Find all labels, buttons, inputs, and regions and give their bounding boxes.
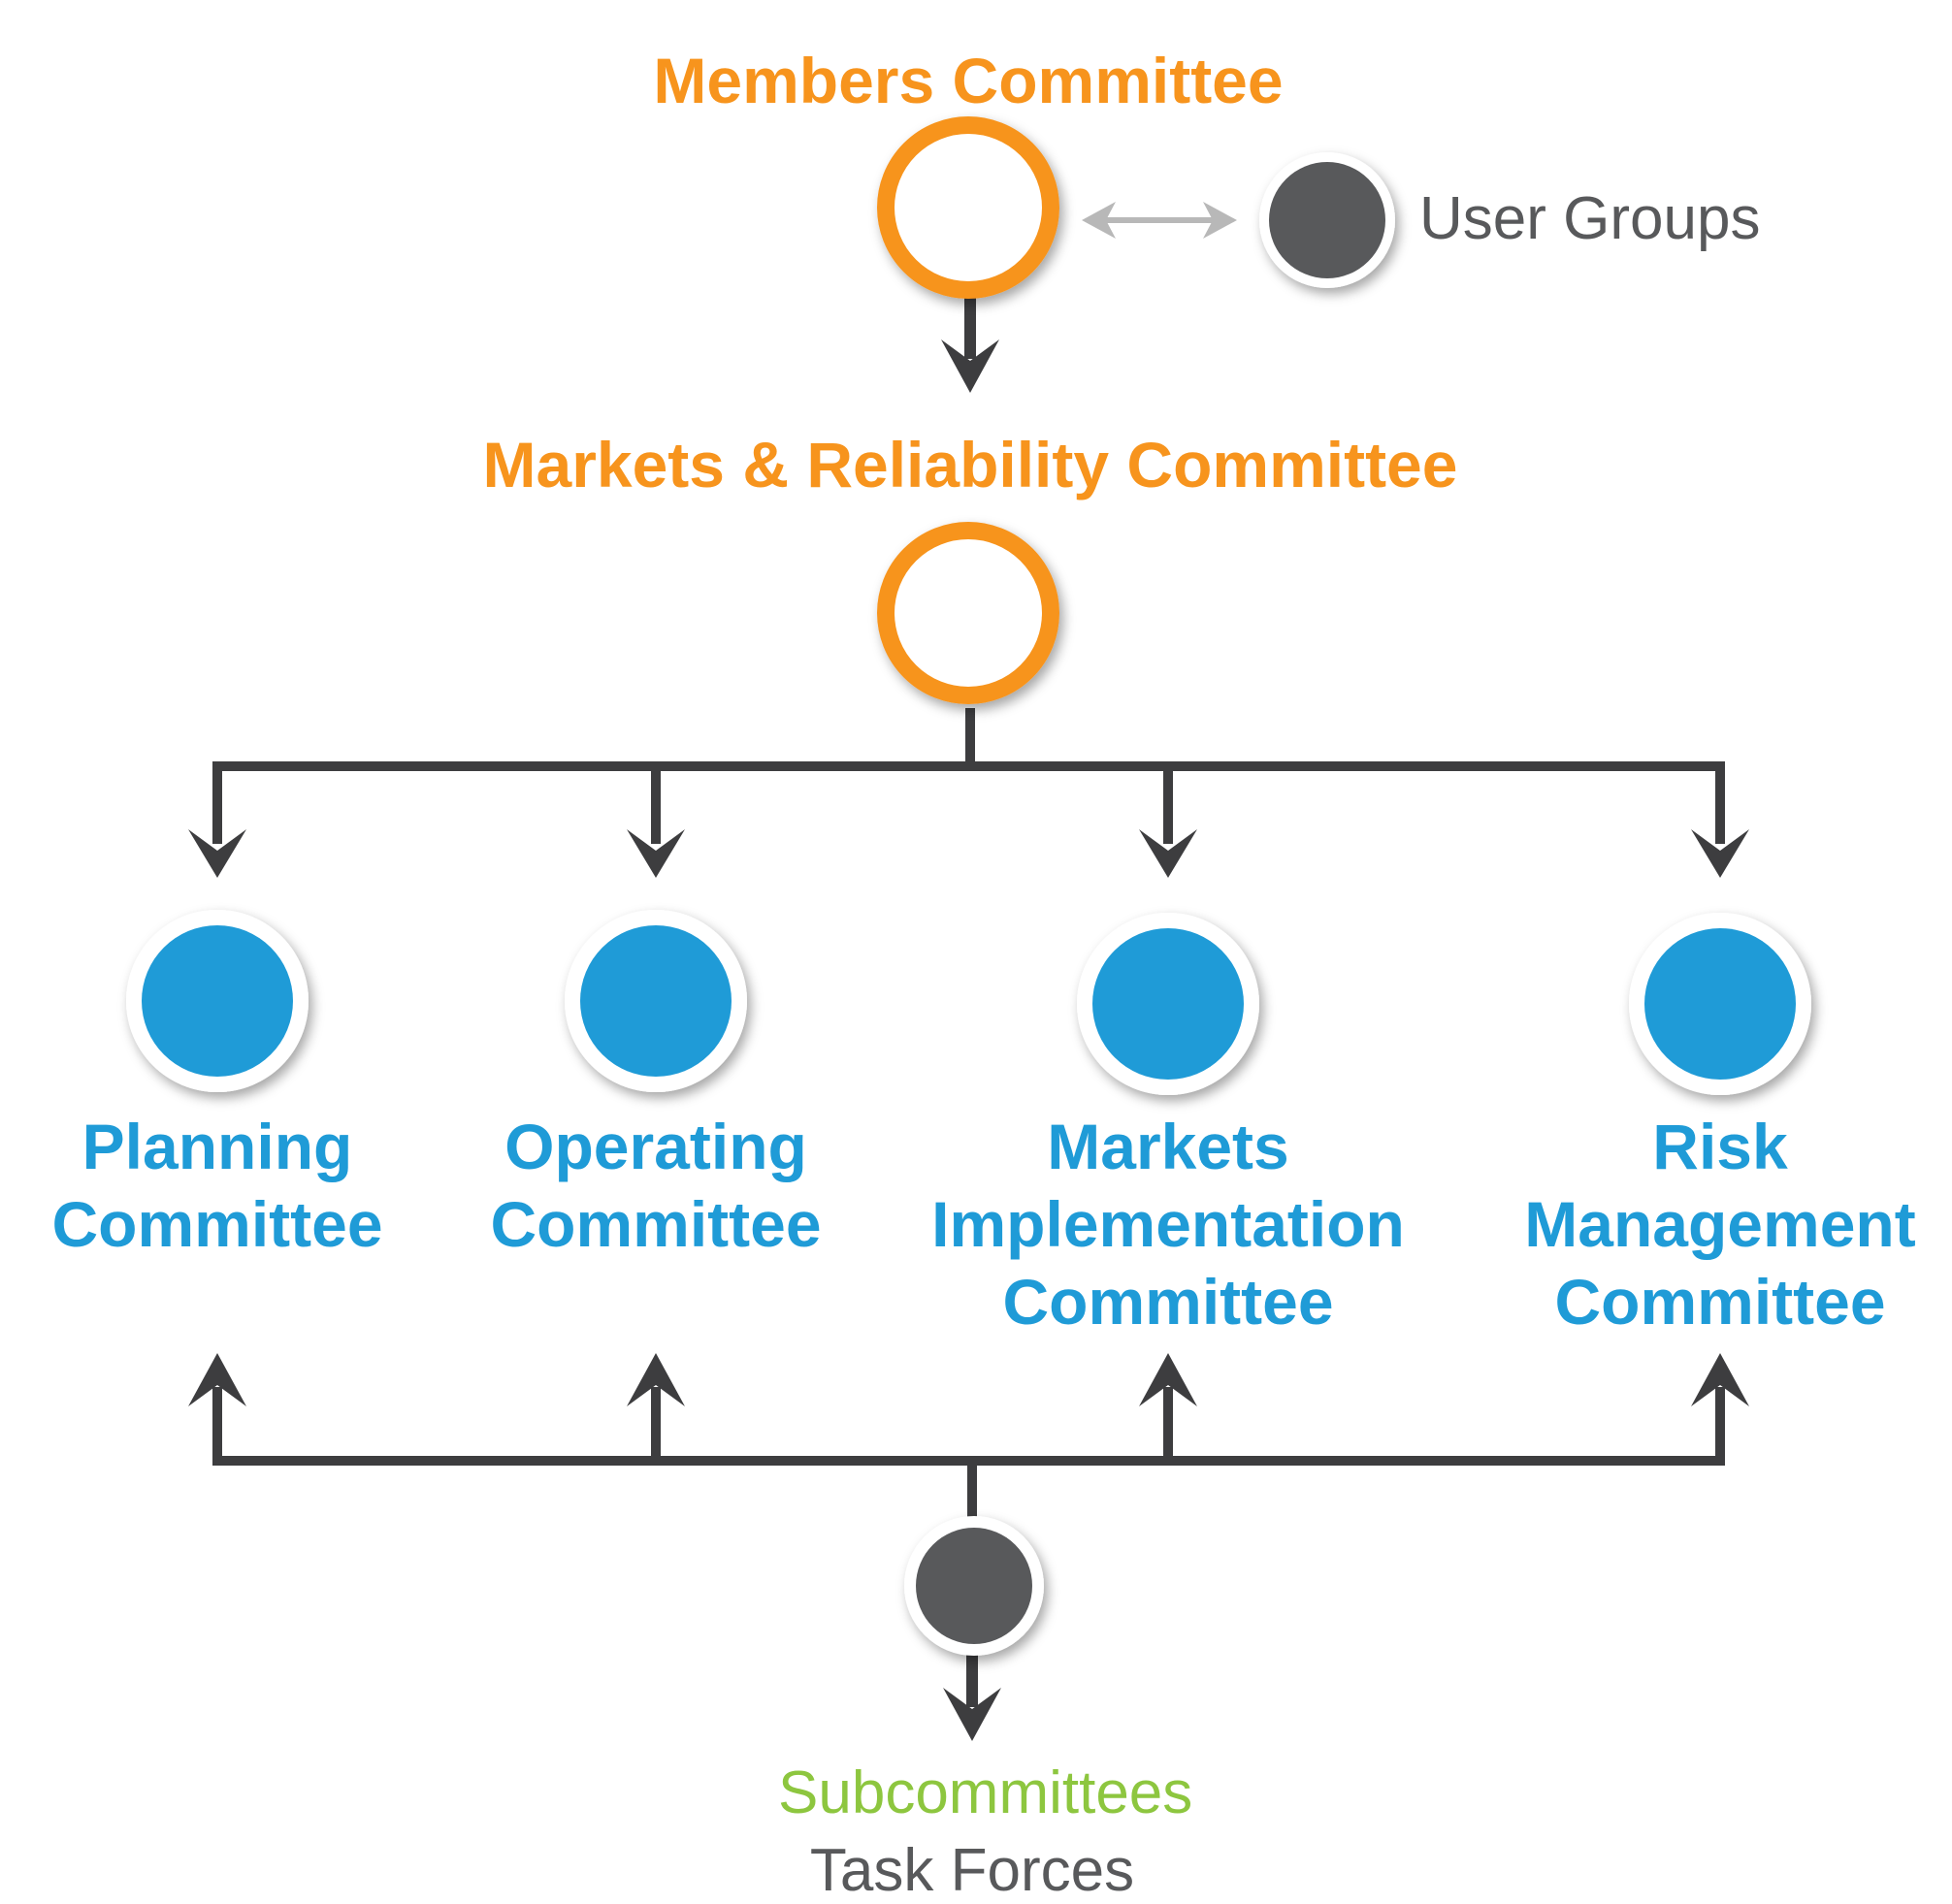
- risk-management-committee-label-line3: Committee: [1554, 1266, 1886, 1338]
- planning-committee-label: Planning Committee: [23, 1108, 411, 1263]
- members-to-mrc-arrow: [941, 291, 999, 393]
- subcommittees-node[interactable]: [904, 1516, 1044, 1656]
- risk-management-committee-node[interactable]: [1629, 913, 1811, 1095]
- planning-committee-label-line2: Committee: [51, 1188, 383, 1260]
- user-groups-label: User Groups: [1419, 185, 1761, 252]
- members-committee-label: Members Committee: [653, 45, 1284, 116]
- operating-committee-label-line1: Operating: [504, 1111, 807, 1182]
- operating-committee-label: Operating Committee: [462, 1108, 850, 1263]
- subcommittee-feedback-connector: [188, 1353, 1749, 1528]
- operating-committee-label-line2: Committee: [490, 1188, 822, 1260]
- task-forces-label: Task Forces: [809, 1837, 1135, 1904]
- user-groups-bidirectional-arrow: [1082, 202, 1237, 239]
- markets-implementation-committee-node[interactable]: [1077, 913, 1259, 1095]
- planning-committee-node[interactable]: [126, 910, 309, 1092]
- markets-implementation-committee-label: Markets Implementation Committee: [896, 1108, 1440, 1340]
- risk-management-committee-label-line2: Management: [1524, 1188, 1916, 1260]
- subcommittees-down-arrow: [943, 1649, 1001, 1741]
- planning-committee-label-line1: Planning: [81, 1111, 353, 1182]
- markets-implementation-committee-label-line2: Implementation: [931, 1188, 1405, 1260]
- operating-committee-node[interactable]: [565, 910, 747, 1092]
- members-committee-node[interactable]: [877, 116, 1059, 299]
- risk-management-committee-label: Risk Management Committee: [1489, 1108, 1951, 1340]
- markets-implementation-committee-label-line3: Committee: [1002, 1266, 1334, 1338]
- risk-management-committee-label-line1: Risk: [1652, 1111, 1788, 1182]
- markets-reliability-committee-label: Markets & Reliability Committee: [482, 429, 1458, 500]
- markets-implementation-committee-label-line1: Markets: [1047, 1111, 1289, 1182]
- markets-reliability-committee-node[interactable]: [877, 522, 1059, 704]
- subcommittees-label: Subcommittees: [778, 1759, 1193, 1826]
- user-groups-node[interactable]: [1259, 152, 1395, 288]
- mrc-distribution-connector: [188, 708, 1749, 878]
